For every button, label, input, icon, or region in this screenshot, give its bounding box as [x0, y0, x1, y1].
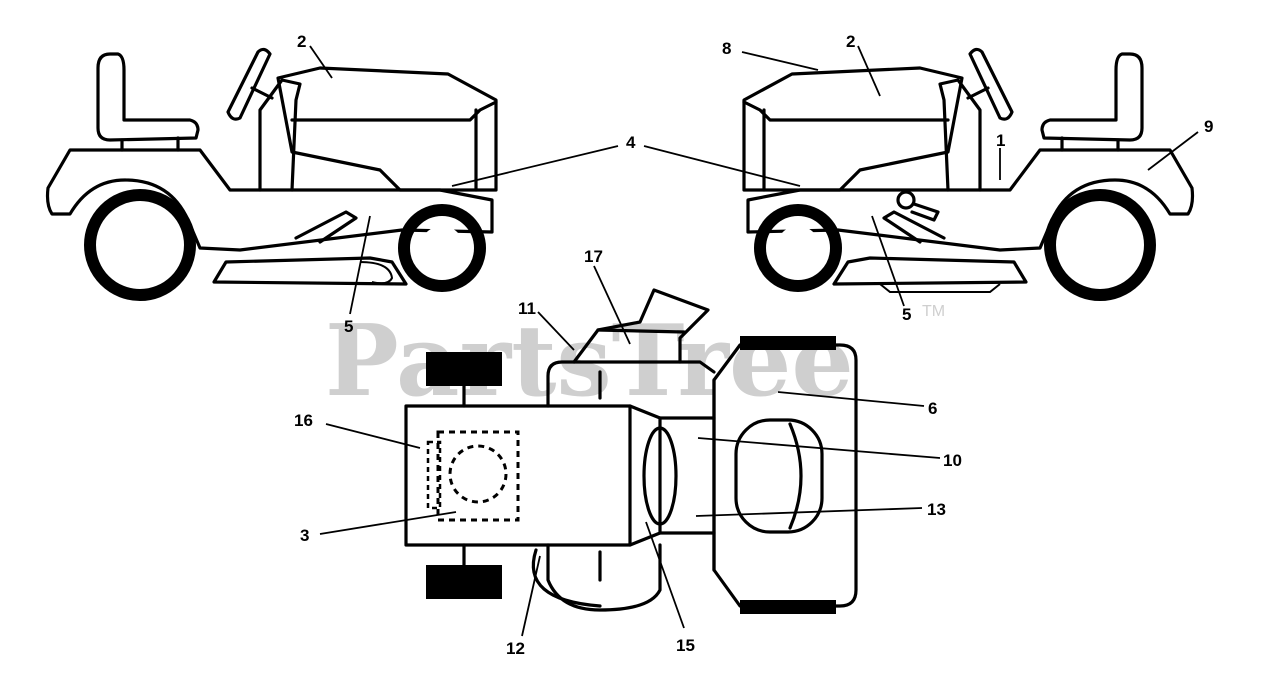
callout-5-right: 5: [902, 305, 911, 324]
callout-13: 13: [927, 500, 946, 519]
callout-9: 9: [1204, 117, 1213, 136]
callout-10: 10: [943, 451, 962, 470]
callout-5-left: 5: [344, 317, 353, 336]
callout-2-left: 2: [297, 32, 306, 51]
callout-6: 6: [928, 399, 937, 418]
callout-1: 1: [996, 131, 1005, 150]
callout-8: 8: [722, 39, 731, 58]
callout-17: 17: [584, 247, 603, 266]
tractor-left-side-view: [45, 47, 498, 301]
callout-15: 15: [676, 636, 695, 655]
tractor-top-view: [404, 288, 858, 614]
leader-lines: [309, 45, 1199, 637]
callout-3: 3: [300, 526, 309, 545]
callout-2-right: 2: [846, 32, 855, 51]
watermark-tm: TM: [922, 303, 945, 320]
tractor-right-side-view: [742, 47, 1195, 301]
callout-16: 16: [294, 411, 313, 430]
callout-numbers: 2 2 8 4 1 9 5 5 17 11 16 3 6 10 13 15 12: [294, 32, 1213, 658]
callout-12: 12: [506, 639, 525, 658]
callout-11: 11: [518, 299, 536, 318]
callout-4: 4: [626, 133, 636, 152]
